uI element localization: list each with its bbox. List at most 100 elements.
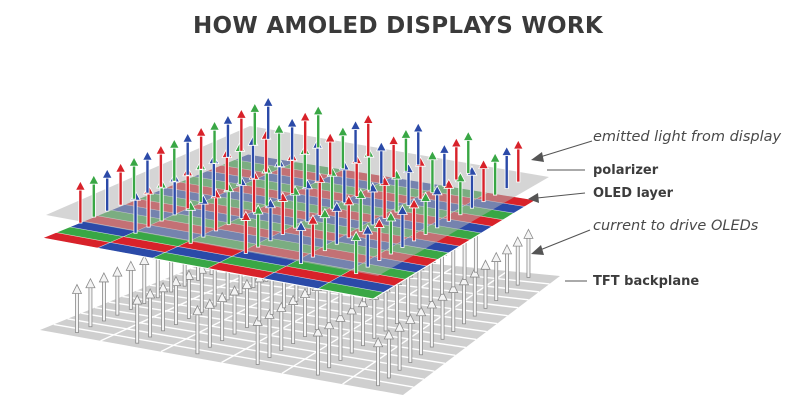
emitted-light-arrow: [101, 168, 113, 212]
current-arrow: [288, 294, 299, 344]
emitted-light-arrow: [443, 178, 455, 222]
current-arrow: [512, 236, 523, 286]
current-arrow: [217, 291, 228, 342]
emitted-light-arrow: [141, 150, 153, 194]
callout-polarizer: polarizer: [547, 163, 659, 178]
current-arrow: [183, 269, 195, 319]
emitted-light-arrow: [88, 174, 100, 218]
emitted-light-arrow: [195, 126, 207, 170]
current-arrow: [437, 290, 448, 340]
current-arrow: [204, 298, 215, 348]
emitted-light-arrow: [249, 102, 261, 146]
current-arrow: [324, 318, 335, 369]
emitted-light-arrow: [412, 122, 424, 166]
emitted-light-arrows: [74, 96, 524, 275]
emitted-light-arrow: [182, 132, 194, 176]
emitted-light-arrow: [501, 145, 513, 189]
emitted-light-arrow: [408, 198, 420, 242]
emitted-light-arrow: [319, 207, 331, 252]
diagram-title: HOW AMOLED DISPLAYS WORK: [193, 13, 604, 39]
current-arrow: [383, 329, 395, 379]
backplane-grid-line: [342, 270, 509, 385]
callouts: emitted light from display polarizer OLE…: [528, 129, 782, 289]
current-arrow: [125, 260, 136, 310]
current-arrow: [157, 281, 169, 332]
callout-tft-backplane: TFT backplane: [565, 274, 699, 289]
current-arrow: [241, 278, 253, 328]
emitted-light-arrow: [512, 139, 524, 183]
emitted-light-arrow: [431, 184, 443, 229]
current-arrow: [346, 304, 357, 354]
emitted-light-arrow: [438, 143, 450, 187]
emitted-light-arrow: [362, 224, 374, 268]
current-arrow: [501, 243, 513, 294]
emitted-light-arrow: [168, 138, 180, 182]
current-arrow: [458, 274, 470, 325]
emitted-light-arrow: [489, 152, 501, 196]
emitted-light-arrow: [462, 130, 474, 174]
current-arrow: [144, 288, 156, 338]
callout-current: current to drive OLEDs: [531, 218, 759, 255]
current-arrow: [132, 294, 143, 344]
current-arrow: [85, 277, 96, 328]
current-arrow: [98, 272, 110, 322]
emitted-light-arrow: [362, 113, 374, 157]
emitted-light-arrow: [396, 204, 408, 248]
emitted-light-arrow: [420, 191, 432, 235]
label-current: current to drive OLEDs: [593, 218, 759, 234]
emitted-light-arrow: [115, 162, 127, 206]
current-arrow: [426, 298, 437, 348]
callout-emitted-light: emitted light from display: [531, 129, 782, 162]
current-arrow: [415, 305, 427, 356]
emitted-light-arrow: [385, 211, 397, 255]
emitted-light-arrow: [350, 230, 362, 275]
current-arrow: [491, 251, 502, 301]
emitted-light-arrow: [388, 134, 400, 178]
emitted-light-arrow: [350, 119, 362, 163]
emitted-light-arrow: [375, 141, 387, 185]
current-arrow: [312, 326, 324, 376]
emitted-light-arrow: [240, 210, 252, 254]
emitted-light-arrow: [331, 201, 343, 245]
emitted-light-arrow: [299, 111, 311, 155]
current-arrow: [480, 259, 491, 309]
emitted-light-arrow: [235, 108, 247, 152]
current-arrow: [394, 321, 405, 371]
current-arrow: [170, 275, 182, 326]
emitted-light-arrow: [343, 194, 355, 239]
current-arrow: [523, 228, 534, 278]
emitted-light-arrow: [222, 114, 234, 158]
emitted-light-arrow: [295, 220, 307, 264]
emitted-light-arrow: [337, 125, 349, 170]
label-oled-layer: OLED layer: [593, 186, 674, 201]
emitted-light-arrow: [478, 158, 490, 203]
current-arrow: [71, 283, 83, 333]
label-polarizer: polarizer: [593, 163, 659, 178]
emitted-light-arrow: [450, 137, 462, 181]
emitted-light-arrow: [324, 132, 336, 176]
emitted-light-arrow: [155, 144, 167, 188]
label-tft-backplane: TFT backplane: [593, 274, 699, 289]
label-emitted-light: emitted light from display: [593, 129, 782, 145]
emitted-light-arrow: [209, 120, 221, 164]
emitted-light-arrow: [426, 149, 438, 194]
emitted-light-arrow: [128, 156, 140, 200]
emitted-light-arrow: [400, 128, 412, 172]
emitted-light-arrow: [74, 180, 86, 224]
emitted-light-arrow: [286, 117, 298, 161]
emitted-light-arrow: [373, 217, 385, 261]
emitted-light-arrow: [273, 123, 285, 167]
current-arrow: [229, 285, 240, 335]
current-arrow: [405, 313, 416, 363]
callout-oled-layer: OLED layer: [528, 186, 674, 203]
current-arrow: [192, 304, 203, 355]
backplane-grid-line: [281, 265, 456, 374]
current-arrow: [448, 282, 459, 332]
emitted-light-arrow: [312, 104, 324, 149]
current-arrow: [139, 254, 150, 304]
emitted-light-arrow: [262, 96, 274, 140]
current-arrow: [372, 336, 384, 387]
emitted-light-arrow: [307, 214, 319, 258]
current-arrow: [112, 266, 123, 316]
